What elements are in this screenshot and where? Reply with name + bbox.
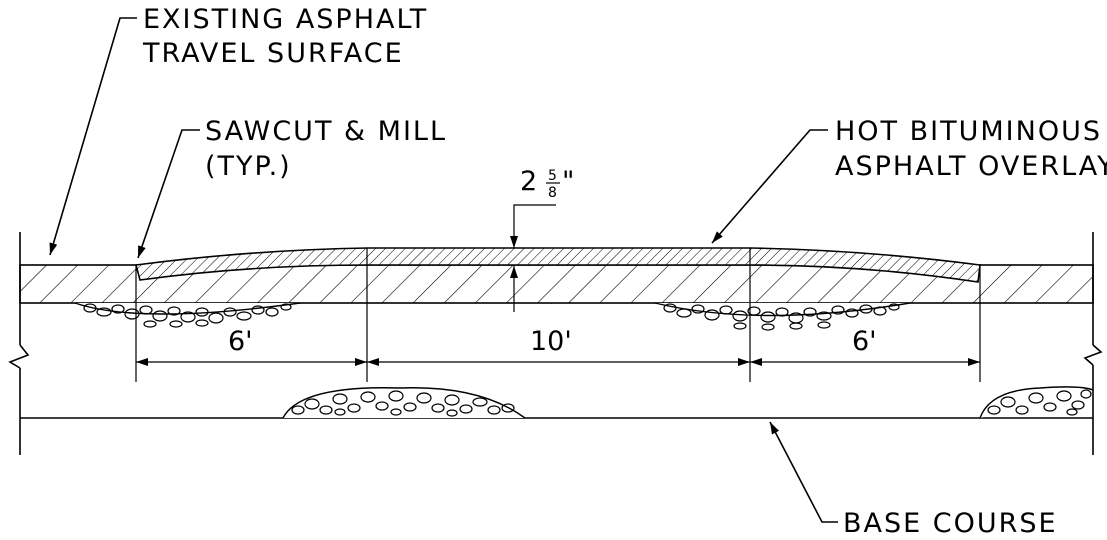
dim-text-left: 6' — [228, 326, 253, 357]
dim-text-center: 10' — [530, 326, 572, 357]
leader-overlay — [711, 129, 828, 244]
label-base-course: BASE COURSE — [843, 508, 1058, 539]
aggregate-pile-center-right — [654, 302, 911, 331]
thickness-inch-mark: " — [562, 166, 574, 197]
label-existing-asphalt-line1: EXISTING ASPHALT — [143, 4, 428, 35]
aggregate-pile-left — [74, 302, 301, 328]
aggregate-pile-base-center — [282, 387, 526, 419]
left-break-symbol — [8, 344, 30, 369]
leader-sawcut — [137, 129, 200, 259]
label-existing-asphalt-line2: TRAVEL SURFACE — [142, 38, 404, 69]
thickness-denominator: 8 — [548, 185, 557, 201]
asphalt-overlay-hatch — [134, 247, 981, 283]
thickness-whole: 2 — [520, 166, 537, 197]
thickness-leader — [510, 204, 556, 248]
aggregate-pile-base-right — [979, 386, 1094, 419]
label-sawcut-line2: (TYP.) — [205, 151, 292, 182]
label-sawcut-line1: SAWCUT & MILL — [205, 116, 447, 147]
label-overlay-line2: ASPHALT OVERLAY — [835, 151, 1107, 182]
label-overlay-line1: HOT BITUMINOUS — [835, 116, 1102, 147]
thickness-numerator: 5 — [548, 168, 557, 184]
right-break-symbol — [1083, 344, 1103, 366]
leader-base-course — [769, 421, 838, 523]
leader-existing-asphalt — [49, 17, 137, 256]
dim-text-right: 6' — [852, 326, 877, 357]
